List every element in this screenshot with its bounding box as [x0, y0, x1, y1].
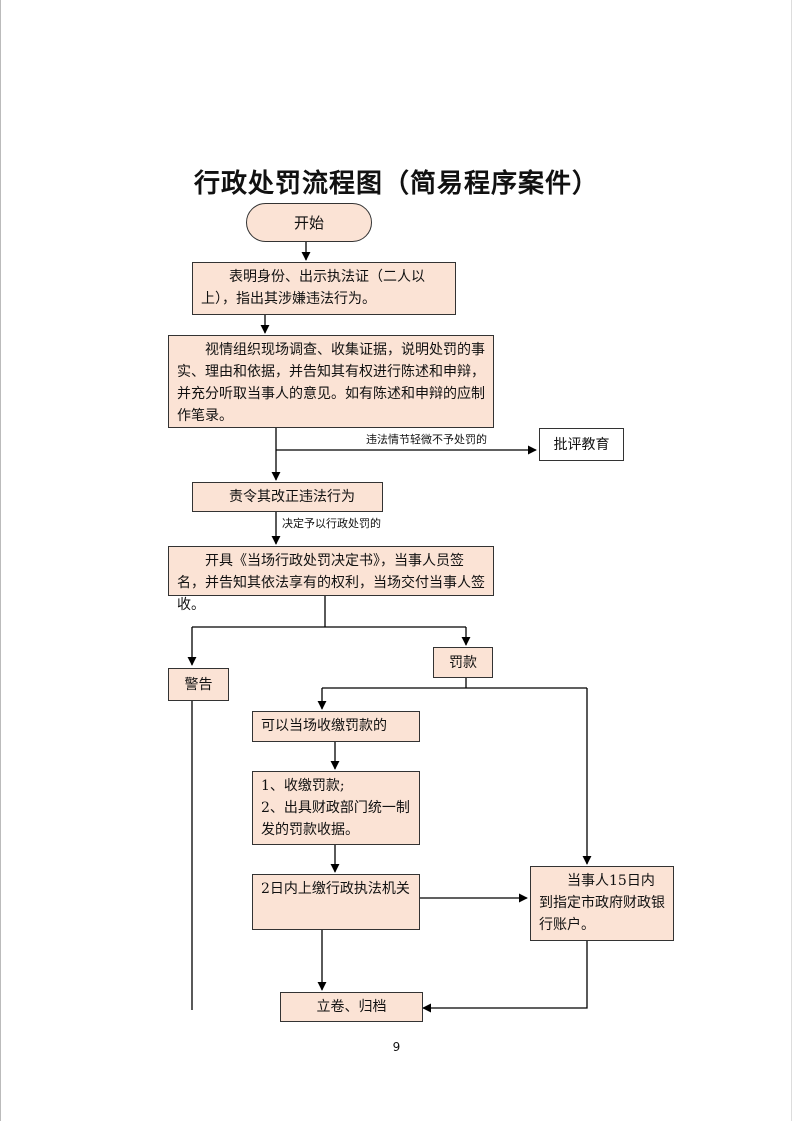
node-fine: 罚款 [433, 647, 493, 678]
page-title: 行政处罚流程图（简易程序案件） [193, 169, 599, 199]
node-collect-onsite: 可以当场收缴罚款的 [252, 711, 420, 742]
node-archive: 立卷、归档 [280, 992, 423, 1022]
edge-bank-archive [422, 941, 588, 1013]
node-start: 开始 [246, 203, 372, 242]
page-number: 9 [392, 1040, 401, 1054]
node-decision: 开具《当场行政处罚决定书》，当事人员签名，并告知其依法享有的权利，当场交付当事人… [168, 546, 494, 613]
node-identify: 表明身份、出示执法证（二人以上），指出其涉嫌违法行为。 [192, 262, 456, 315]
node-warning: 警告 [168, 668, 229, 701]
edge-label-minor: 违法情节轻微不予处罚的 [366, 433, 487, 446]
node-bank: 当事人15日内到指定市政府财政银行账户。 [530, 866, 674, 941]
node-correct: 责令其改正违法行为 [192, 482, 383, 512]
node-submit: 2日内上缴行政执法机关 [252, 874, 420, 930]
node-criticize: 批评教育 [539, 428, 624, 461]
node-collect-steps: 1、收缴罚款; 2、出具财政部门统一制发的罚款收据。 [252, 771, 420, 845]
node-investigate: 视情组织现场调查、收集证据，说明处罚的事实、理由和依据，并告知其有权进行陈述和申… [168, 335, 494, 428]
edge-label-penalize: 决定予以行政处罚的 [282, 517, 381, 530]
